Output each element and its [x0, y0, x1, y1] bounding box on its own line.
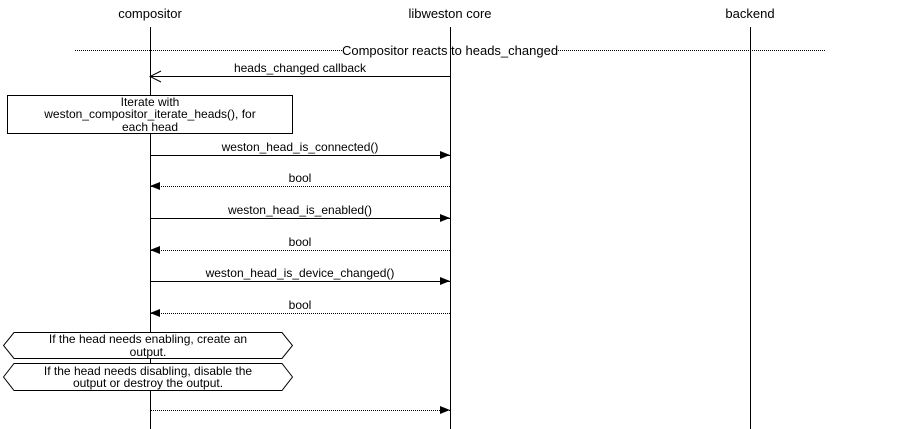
message-weston-head-is-connected: weston_head_is_connected() — [150, 140, 450, 159]
lifeline-line-backend — [750, 27, 751, 429]
message-line — [150, 309, 450, 317]
note-line: If the head needs enabling, create an — [48, 332, 248, 346]
lifeline-label-backend: backend — [725, 6, 775, 21]
message-label — [150, 395, 450, 409]
message-label: bool — [288, 235, 312, 249]
title-divider: Compositor reacts to heads_changed — [75, 43, 826, 58]
hexagon-outline — [3, 332, 293, 359]
hexnote-text: If the head needs enabling, create an ou… — [3, 332, 293, 359]
hexnote-disable-output: If the head needs disabling, disable the… — [3, 363, 293, 391]
message-return-bool-connected: bool — [150, 171, 450, 190]
filled-arrowhead-icon — [440, 214, 450, 222]
hexnote-enable-output: If the head needs enabling, create an ou… — [3, 332, 293, 359]
filled-arrowhead-icon — [150, 182, 160, 190]
message-heads-changed-callback: heads_changed callback — [149, 61, 450, 83]
lifeline-line-compositor — [150, 27, 151, 429]
message-label: bool — [288, 171, 312, 185]
filled-arrowhead-icon — [150, 246, 160, 254]
divider-line-left — [75, 50, 342, 51]
open-arrowhead-icon — [149, 70, 162, 83]
note-line: weston_compositor_iterate_heads(), for — [44, 107, 256, 122]
message-weston-head-is-device-changed: weston_head_is_device_changed() — [150, 266, 450, 285]
lifeline-label-libweston-core: libweston core — [408, 6, 492, 21]
message-line — [150, 246, 450, 254]
message-label: heads_changed callback — [233, 61, 367, 75]
hexnote-text: If the head needs disabling, disable the… — [3, 363, 293, 391]
note-line: output. — [129, 344, 167, 359]
note-line: Iterate with — [120, 94, 180, 109]
hexagon-outline — [3, 363, 293, 391]
message-line — [150, 182, 450, 190]
message-return-bool-device-changed: bool — [150, 298, 450, 317]
filled-arrowhead-icon — [440, 277, 450, 285]
message-return-bool-enabled: bool — [150, 235, 450, 254]
divider-line-right — [558, 50, 826, 51]
message-weston-head-is-enabled: weston_head_is_enabled() — [150, 203, 450, 222]
note-line: output or destroy the output. — [72, 376, 224, 390]
message-label: weston_head_is_connected() — [221, 140, 379, 154]
message-label: bool — [288, 298, 312, 312]
filled-arrowhead-icon — [150, 309, 160, 317]
diagram-title: Compositor reacts to heads_changed — [341, 43, 559, 58]
filled-arrowhead-icon — [440, 406, 450, 414]
message-line — [149, 70, 450, 83]
note-iterate-heads: Iterate with weston_compositor_iterate_h… — [7, 95, 293, 134]
message-line — [150, 406, 450, 414]
message-line — [150, 277, 450, 285]
message-final-return — [150, 395, 450, 414]
lifeline-line-libweston-core — [450, 27, 451, 429]
filled-arrowhead-icon — [440, 151, 450, 159]
message-line — [150, 151, 450, 159]
note-line: If the head needs disabling, disable the — [43, 363, 253, 378]
message-label: weston_head_is_enabled() — [227, 203, 373, 217]
lifeline-label-compositor: compositor — [118, 6, 182, 21]
note-line: each head — [121, 119, 179, 134]
message-label: weston_head_is_device_changed() — [205, 266, 395, 280]
message-line — [150, 214, 450, 222]
